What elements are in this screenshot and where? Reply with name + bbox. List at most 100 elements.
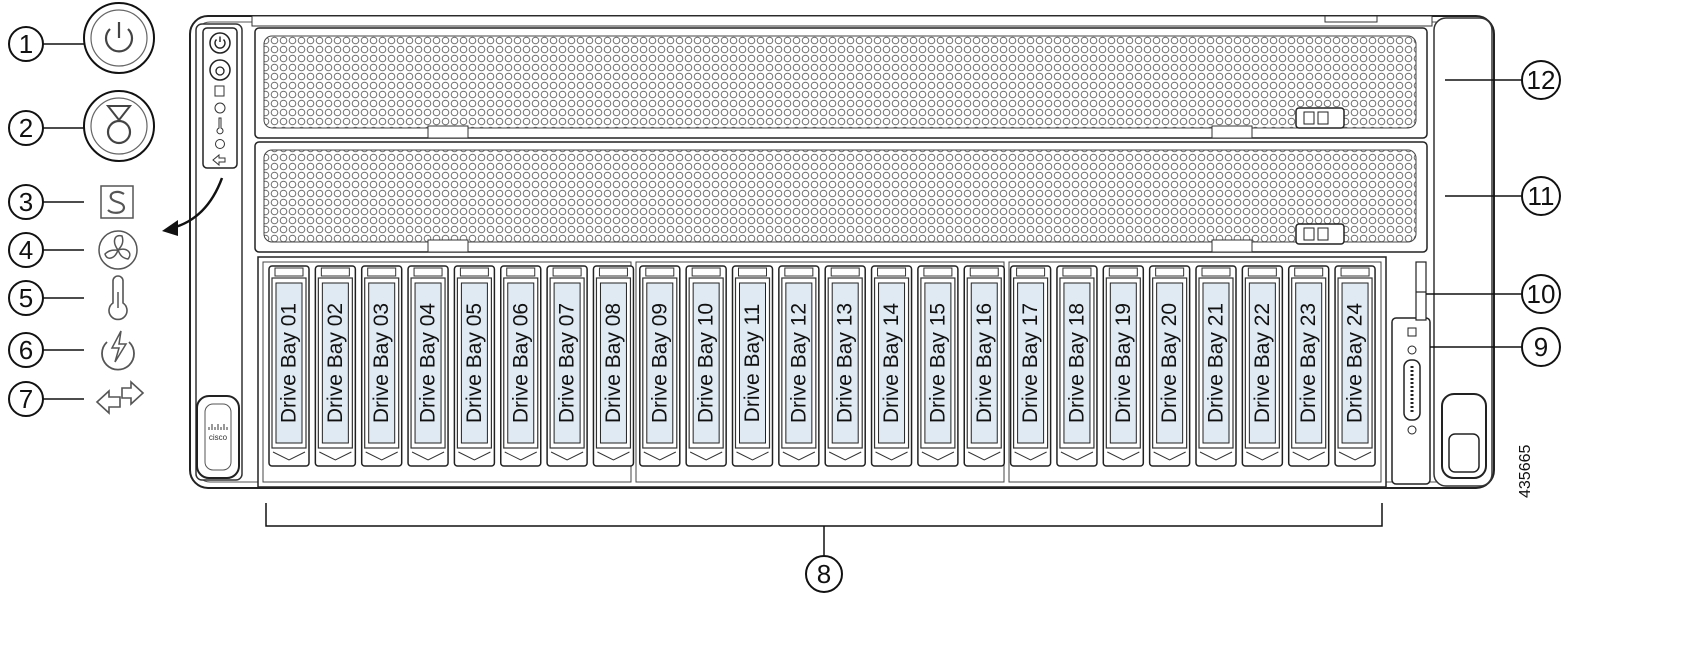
right-handle[interactable] xyxy=(1441,393,1487,479)
panel-pointer-arrowhead xyxy=(162,220,178,236)
drive-bay[interactable]: Drive Bay 01 xyxy=(268,265,310,467)
drive-bay[interactable]: Drive Bay 07 xyxy=(546,265,588,467)
panel-temp-led xyxy=(216,117,224,135)
callout-6-label: 6 xyxy=(19,335,33,365)
drive-label-card xyxy=(1295,282,1323,444)
drive-label-card xyxy=(1248,282,1276,444)
uid-inner xyxy=(90,97,148,155)
drive-carrier-latch[interactable] xyxy=(691,267,721,277)
drive-bay[interactable]: Drive Bay 19 xyxy=(1102,265,1145,467)
drive-bay-label: Drive Bay 12 xyxy=(787,303,810,423)
panel-status-led xyxy=(214,85,225,97)
drive-bay[interactable]: Drive Bay 22 xyxy=(1241,265,1284,467)
drive-bay[interactable]: Drive Bay 15 xyxy=(917,265,959,467)
fan-blades xyxy=(104,234,131,260)
callout-10-label: 10 xyxy=(1527,279,1556,309)
drive-bay-label: Drive Bay 10 xyxy=(695,303,718,423)
drive-bay[interactable]: Drive Bay 09 xyxy=(639,265,681,467)
callout-11-circle xyxy=(1521,176,1561,216)
drive-carrier-latch[interactable] xyxy=(598,267,628,277)
drive-carrier-latch[interactable] xyxy=(645,267,675,277)
drive-bay-label: Drive Bay 19 xyxy=(1112,303,1135,423)
drive-carrier-latch[interactable] xyxy=(1340,267,1370,277)
left-rack-ear: cisco xyxy=(195,23,243,481)
drive-carrier-latch[interactable] xyxy=(1155,267,1185,277)
drive-carrier-latch[interactable] xyxy=(1201,267,1231,277)
legend-network-link: 7 xyxy=(8,380,145,417)
callout-7-label: 7 xyxy=(19,384,33,414)
drive-bay[interactable]: Drive Bay 14 xyxy=(870,265,913,467)
left-handle[interactable] xyxy=(196,395,240,479)
legend-power: 1 xyxy=(8,2,155,74)
panel-power-button[interactable] xyxy=(209,32,231,54)
drive-carrier-grip xyxy=(643,451,677,461)
drive-carrier-latch[interactable] xyxy=(1247,267,1277,277)
drive-bay[interactable]: Drive Bay 20 xyxy=(1148,265,1191,467)
drive-carrier-latch[interactable] xyxy=(1294,267,1324,277)
drive-bay[interactable]: Drive Bay 13 xyxy=(824,265,866,467)
left-handle-inner xyxy=(204,403,232,471)
cisco-logo-bars xyxy=(208,424,228,430)
drive-carrier-latch[interactable] xyxy=(1016,267,1046,277)
callout-9-group: 9 xyxy=(1430,327,1561,367)
drive-bay[interactable]: Drive Bay 04 xyxy=(407,265,449,467)
drive-bay-label: Drive Bay 15 xyxy=(926,303,949,423)
drive-label-card xyxy=(1156,282,1184,444)
drive-carrier-latch[interactable] xyxy=(459,267,489,277)
drive-bay[interactable]: Drive Bay 21 xyxy=(1195,265,1237,467)
drive-carrier-grip xyxy=(1338,451,1372,461)
drive-bay[interactable]: Drive Bay 05 xyxy=(453,265,496,467)
drive-bay[interactable]: Drive Bay 06 xyxy=(500,265,542,467)
pull-out-asset-tag[interactable] xyxy=(1415,261,1427,321)
drive-bay-label: Drive Bay 23 xyxy=(1297,303,1320,423)
drive-bay[interactable]: Drive Bay 02 xyxy=(314,265,357,467)
drive-carrier-grip xyxy=(875,451,908,461)
drive-bay[interactable]: Drive Bay 17 xyxy=(1009,265,1052,467)
panel-uid-button[interactable] xyxy=(209,59,231,81)
lower-bay-mesh xyxy=(263,149,1417,243)
legend-temperature-status: 5 xyxy=(8,275,128,321)
drive-bay-label: Drive Bay 18 xyxy=(1065,303,1088,423)
drive-carrier-latch[interactable] xyxy=(1108,267,1138,277)
drive-carrier-latch[interactable] xyxy=(552,267,582,277)
drive-bay-label: Drive Bay 05 xyxy=(463,303,486,423)
drive-carrier-grip xyxy=(458,451,491,461)
drive-carrier-latch[interactable] xyxy=(923,267,953,277)
drive-carrier-grip xyxy=(504,451,537,461)
drive-label-card xyxy=(368,282,396,444)
drive-bay-label: Drive Bay 04 xyxy=(417,303,440,424)
drive-bay[interactable]: Drive Bay 24 xyxy=(1334,265,1376,467)
drive-bay-label: Drive Bay 06 xyxy=(509,303,532,423)
drive-carrier-grip xyxy=(689,451,723,461)
drive-carrier-latch[interactable] xyxy=(969,267,999,277)
drive-bay[interactable]: Drive Bay 03 xyxy=(360,265,403,467)
drive-carrier-latch[interactable] xyxy=(830,267,860,277)
kvm-screw-top xyxy=(1407,345,1417,355)
drive-bay[interactable]: Drive Bay 08 xyxy=(592,265,635,467)
network-link-activity-led-icon xyxy=(95,389,121,415)
drive-bay-label: Drive Bay 11 xyxy=(741,304,764,423)
drive-bay[interactable]: Drive Bay 11 xyxy=(731,265,774,467)
drive-label-card xyxy=(1017,282,1045,444)
drive-bay[interactable]: Drive Bay 10 xyxy=(685,265,727,467)
drive-carrier-latch[interactable] xyxy=(877,267,907,277)
drive-label-card xyxy=(321,282,349,444)
drive-carrier-latch[interactable] xyxy=(784,267,814,277)
drive-bay[interactable]: Drive Bay 12 xyxy=(778,265,820,467)
drive-bay[interactable]: Drive Bay 18 xyxy=(1056,265,1098,467)
drive-carrier-latch[interactable] xyxy=(320,267,350,277)
drive-carrier-latch[interactable] xyxy=(738,267,767,277)
drive-carrier-latch[interactable] xyxy=(413,267,443,277)
drive-bay[interactable]: Drive Bay 23 xyxy=(1287,265,1330,467)
drive-carrier-latch[interactable] xyxy=(506,267,536,277)
control-panel xyxy=(202,27,238,169)
network-arrow-right xyxy=(121,380,145,406)
drive-bay[interactable]: Drive Bay 16 xyxy=(963,265,1005,467)
drive-label-card xyxy=(739,282,766,444)
drive-carrier-grip xyxy=(597,451,630,461)
drive-carrier-latch[interactable] xyxy=(1062,267,1092,277)
drive-carrier-latch[interactable] xyxy=(274,267,304,277)
drive-carrier-latch[interactable] xyxy=(367,267,397,277)
lower-module-bay xyxy=(254,141,1428,253)
